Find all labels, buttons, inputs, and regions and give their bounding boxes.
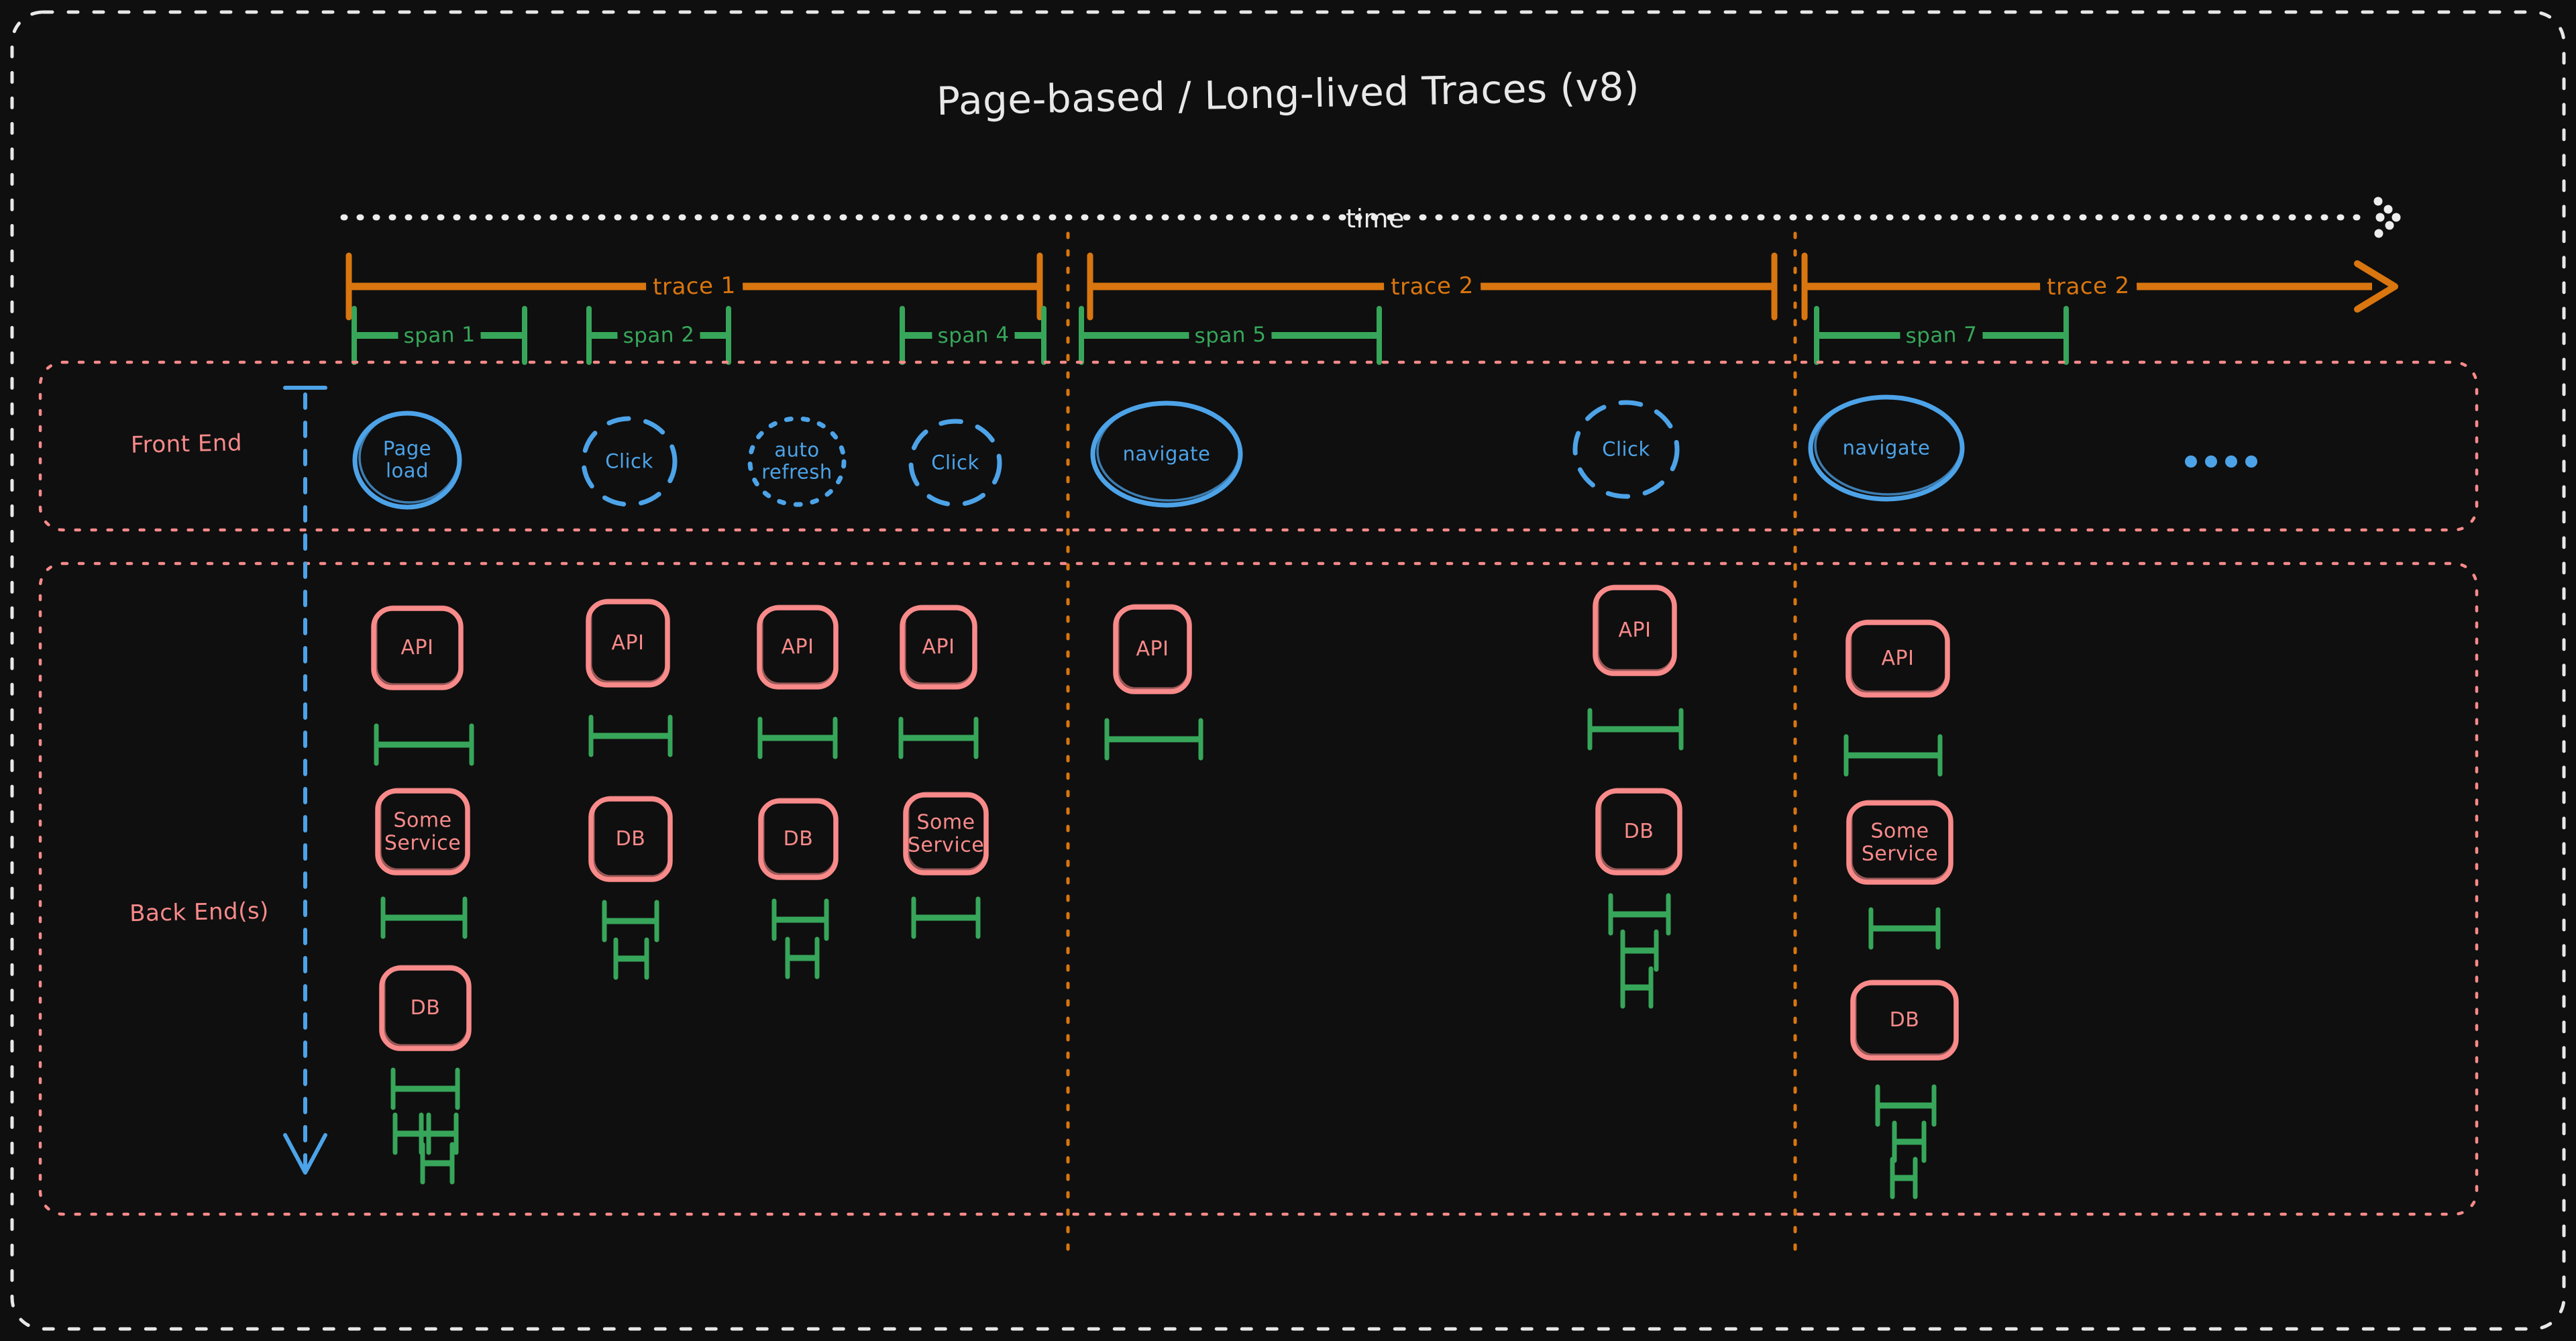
backend-node-api-4-0[interactable] <box>1113 604 1192 694</box>
backend-node-some-service-sketch-6-2 <box>1850 800 1951 880</box>
backend-node-api-2-0[interactable] <box>757 605 839 690</box>
backend-node-db-sketch-5-2 <box>1599 788 1680 871</box>
trace-end-arrow-2 <box>2354 260 2398 313</box>
time-axis-arrow-dot-3 <box>2385 221 2394 230</box>
frontend-node-click-1[interactable] <box>581 416 678 507</box>
flow-arrow-head <box>283 1133 327 1175</box>
time-axis-arrow-dot-2 <box>2375 213 2385 222</box>
time-axis-arrow-dot-5 <box>2392 213 2401 222</box>
backend-node-api-0-0[interactable] <box>371 606 464 690</box>
backend-node-db-sketch-0-4 <box>383 965 469 1047</box>
backend-node-db-2-2[interactable] <box>758 798 839 880</box>
backend-node-some-service-sketch-3-2 <box>907 792 986 871</box>
backend-node-api-sketch-2-0 <box>761 604 836 685</box>
back-end-lane-box <box>38 561 2479 1216</box>
backend-node-api-sketch-0-0 <box>375 605 461 686</box>
backend-node-db-6-4[interactable] <box>1850 980 1959 1061</box>
backend-node-some-service-6-2[interactable] <box>1846 800 1953 885</box>
backend-node-some-service-0-2[interactable] <box>375 788 470 875</box>
frontend-node-auto-refresh-2[interactable] <box>747 416 847 507</box>
frontend-node-sketch-6 <box>1814 395 1963 496</box>
backend-node-some-service-3-2[interactable] <box>903 792 989 875</box>
frontend-ellipsis-dot-3 <box>2245 455 2257 468</box>
backend-node-db-1-2[interactable] <box>588 796 673 882</box>
frontend-ellipsis-dot-0 <box>2185 455 2197 468</box>
backend-node-db-0-4[interactable] <box>379 965 472 1051</box>
outer-frame <box>10 10 2566 1331</box>
backend-node-db-sketch-1-2 <box>592 796 670 877</box>
backend-node-api-sketch-3-0 <box>904 604 975 685</box>
backend-node-db-sketch-2-2 <box>762 798 836 875</box>
frontend-node-sketch-4 <box>1096 401 1241 502</box>
frontend-ellipsis-dot-2 <box>2225 455 2237 468</box>
backend-node-api-5-0[interactable] <box>1593 585 1677 676</box>
frontend-ellipsis-dot-1 <box>2205 455 2217 468</box>
backend-node-api-sketch-6-0 <box>1849 619 1947 693</box>
time-axis-arrow-dot-4 <box>2374 229 2383 238</box>
time-axis-arrow-dot-1 <box>2383 205 2393 214</box>
frontend-node-click-5[interactable] <box>1572 400 1680 499</box>
backend-node-db-5-2[interactable] <box>1595 788 1682 875</box>
backend-node-api-sketch-4-0 <box>1117 604 1189 690</box>
backend-node-db-sketch-6-4 <box>1854 979 1956 1056</box>
backend-node-api-sketch-1-0 <box>590 598 667 683</box>
time-axis-arrow-dot-0 <box>2373 197 2383 206</box>
front-end-lane-box <box>38 360 2479 532</box>
backend-node-api-6-0[interactable] <box>1845 620 1950 698</box>
backend-node-some-service-sketch-0-2 <box>379 788 468 871</box>
backend-node-api-sketch-5-0 <box>1597 584 1674 672</box>
frontend-node-click-3[interactable] <box>908 419 1002 507</box>
backend-node-api-1-0[interactable] <box>586 599 670 688</box>
frontend-node-sketch-0 <box>358 411 460 504</box>
backend-node-api-3-0[interactable] <box>900 605 977 690</box>
